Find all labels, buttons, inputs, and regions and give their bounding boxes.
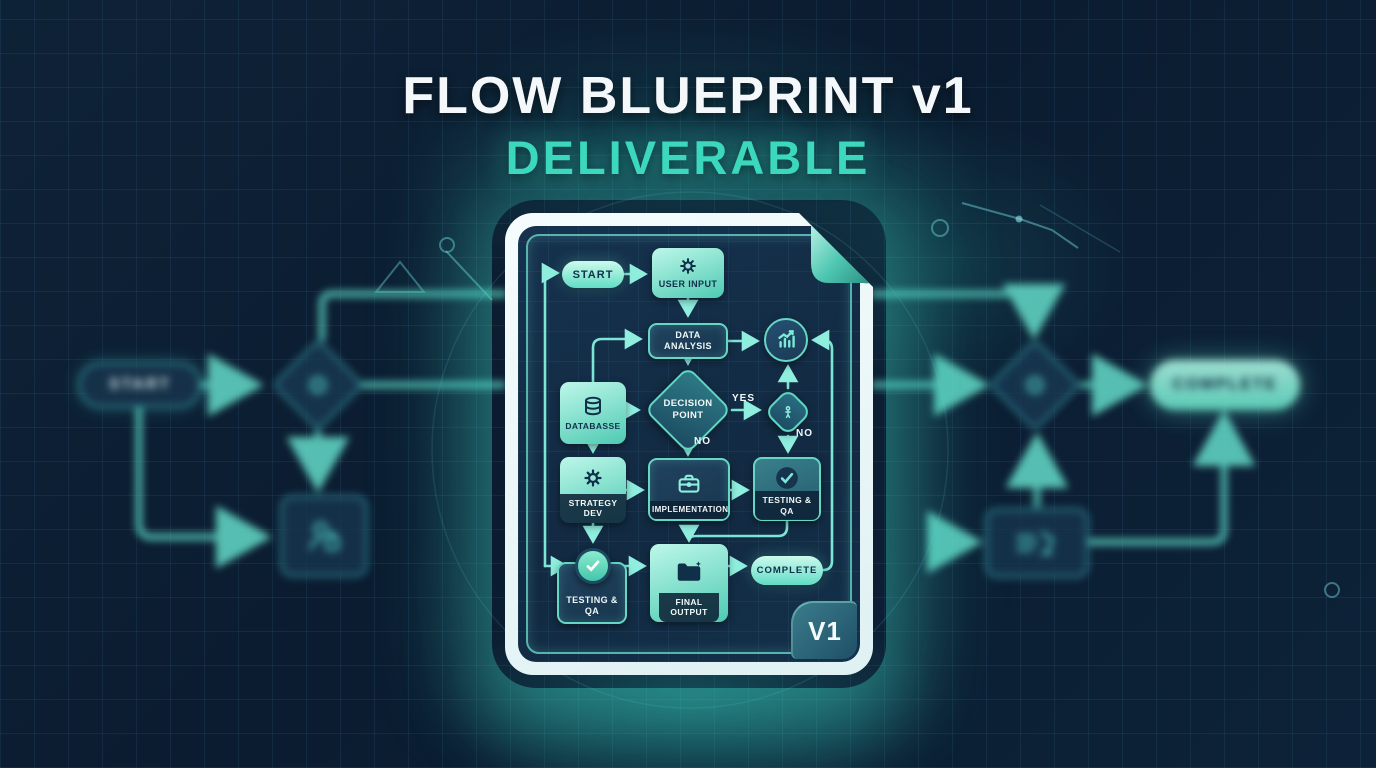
gear-icon [285, 352, 351, 418]
flow-branch-diamond [766, 390, 810, 434]
bg-gear-diamond-right [988, 338, 1082, 432]
flow-implementation-box: IMPLEMENTATION [648, 458, 730, 521]
flow-data-analysis-box: DATA ANALYSIS [648, 323, 728, 359]
bg-gear-diamond-left [271, 338, 365, 432]
blueprint-document: START USER INPUT DATA ANALYSIS [505, 213, 873, 675]
document-interior: START USER INPUT DATA ANALYSIS [518, 226, 860, 662]
flow-decision-diamond: DECISION POINT [644, 366, 732, 454]
flow-complete-pill: COMPLETE [751, 556, 823, 585]
flow-strategy-dev-box: STRATEGY DEV [560, 457, 626, 523]
bar-chart-icon [773, 327, 799, 353]
no-label-branch: NO [796, 428, 813, 439]
bg-start-label: START [108, 376, 172, 393]
flow-testing-qa-bottom-label: TESTING & QA [566, 594, 618, 616]
user-icon [303, 515, 345, 557]
flow-start-pill: START [562, 261, 624, 288]
flow-database-box: DATABASSE [560, 382, 626, 444]
flow-complete-label: COMPLETE [756, 565, 818, 576]
flow-data-analysis-label: DATA ANALYSIS [664, 329, 712, 351]
briefcase-icon [675, 467, 703, 501]
flow-testing-qa-right-box: TESTING & QA [753, 457, 821, 521]
page-title: FLOW BLUEPRINT v1 DELIVERABLE [0, 66, 1376, 185]
gear-icon [581, 463, 605, 494]
flow-final-output-label: FINAL OUTPUT [659, 593, 719, 622]
version-badge-label: V1 [808, 615, 842, 646]
no-label-decision: NO [694, 436, 711, 447]
bg-user-box [280, 495, 368, 577]
title-line1: FLOW BLUEPRINT v1 [402, 67, 974, 125]
yes-label: YES [732, 393, 756, 404]
flow-strategy-dev-label: STRATEGY DEV [560, 494, 626, 523]
figure-icon [766, 390, 810, 434]
check-circle-icon [774, 465, 800, 491]
folder-icon [673, 552, 705, 593]
flow-chart-circle [764, 318, 808, 362]
bg-start-pill: START [78, 362, 202, 408]
flow-user-input-box: USER INPUT [652, 248, 724, 298]
flow-user-input-label: USER INPUT [658, 279, 718, 290]
flow-start-label: START [572, 268, 614, 281]
version-badge: V1 [791, 601, 857, 659]
gear-icon [1002, 352, 1068, 418]
bg-complete-label: COMPLETE [1172, 376, 1278, 393]
check-icon [575, 548, 611, 584]
flow-testing-qa-right-label: TESTING & QA [755, 491, 819, 520]
database-icon [581, 395, 605, 419]
bg-complete-pill: COMPLETE [1150, 360, 1300, 410]
flow-final-output-box: FINAL OUTPUT [650, 544, 728, 622]
flow-connectors [518, 226, 860, 662]
document-lines-icon [1013, 523, 1061, 563]
gear-icon [677, 255, 699, 277]
flow-decision-label: DECISION POINT [663, 397, 713, 421]
title-line2: DELIVERABLE [505, 131, 871, 184]
flow-database-label: DATABASSE [565, 420, 621, 431]
flow-implementation-label: IMPLEMENTATION [650, 501, 728, 519]
bg-report-box [985, 508, 1089, 578]
